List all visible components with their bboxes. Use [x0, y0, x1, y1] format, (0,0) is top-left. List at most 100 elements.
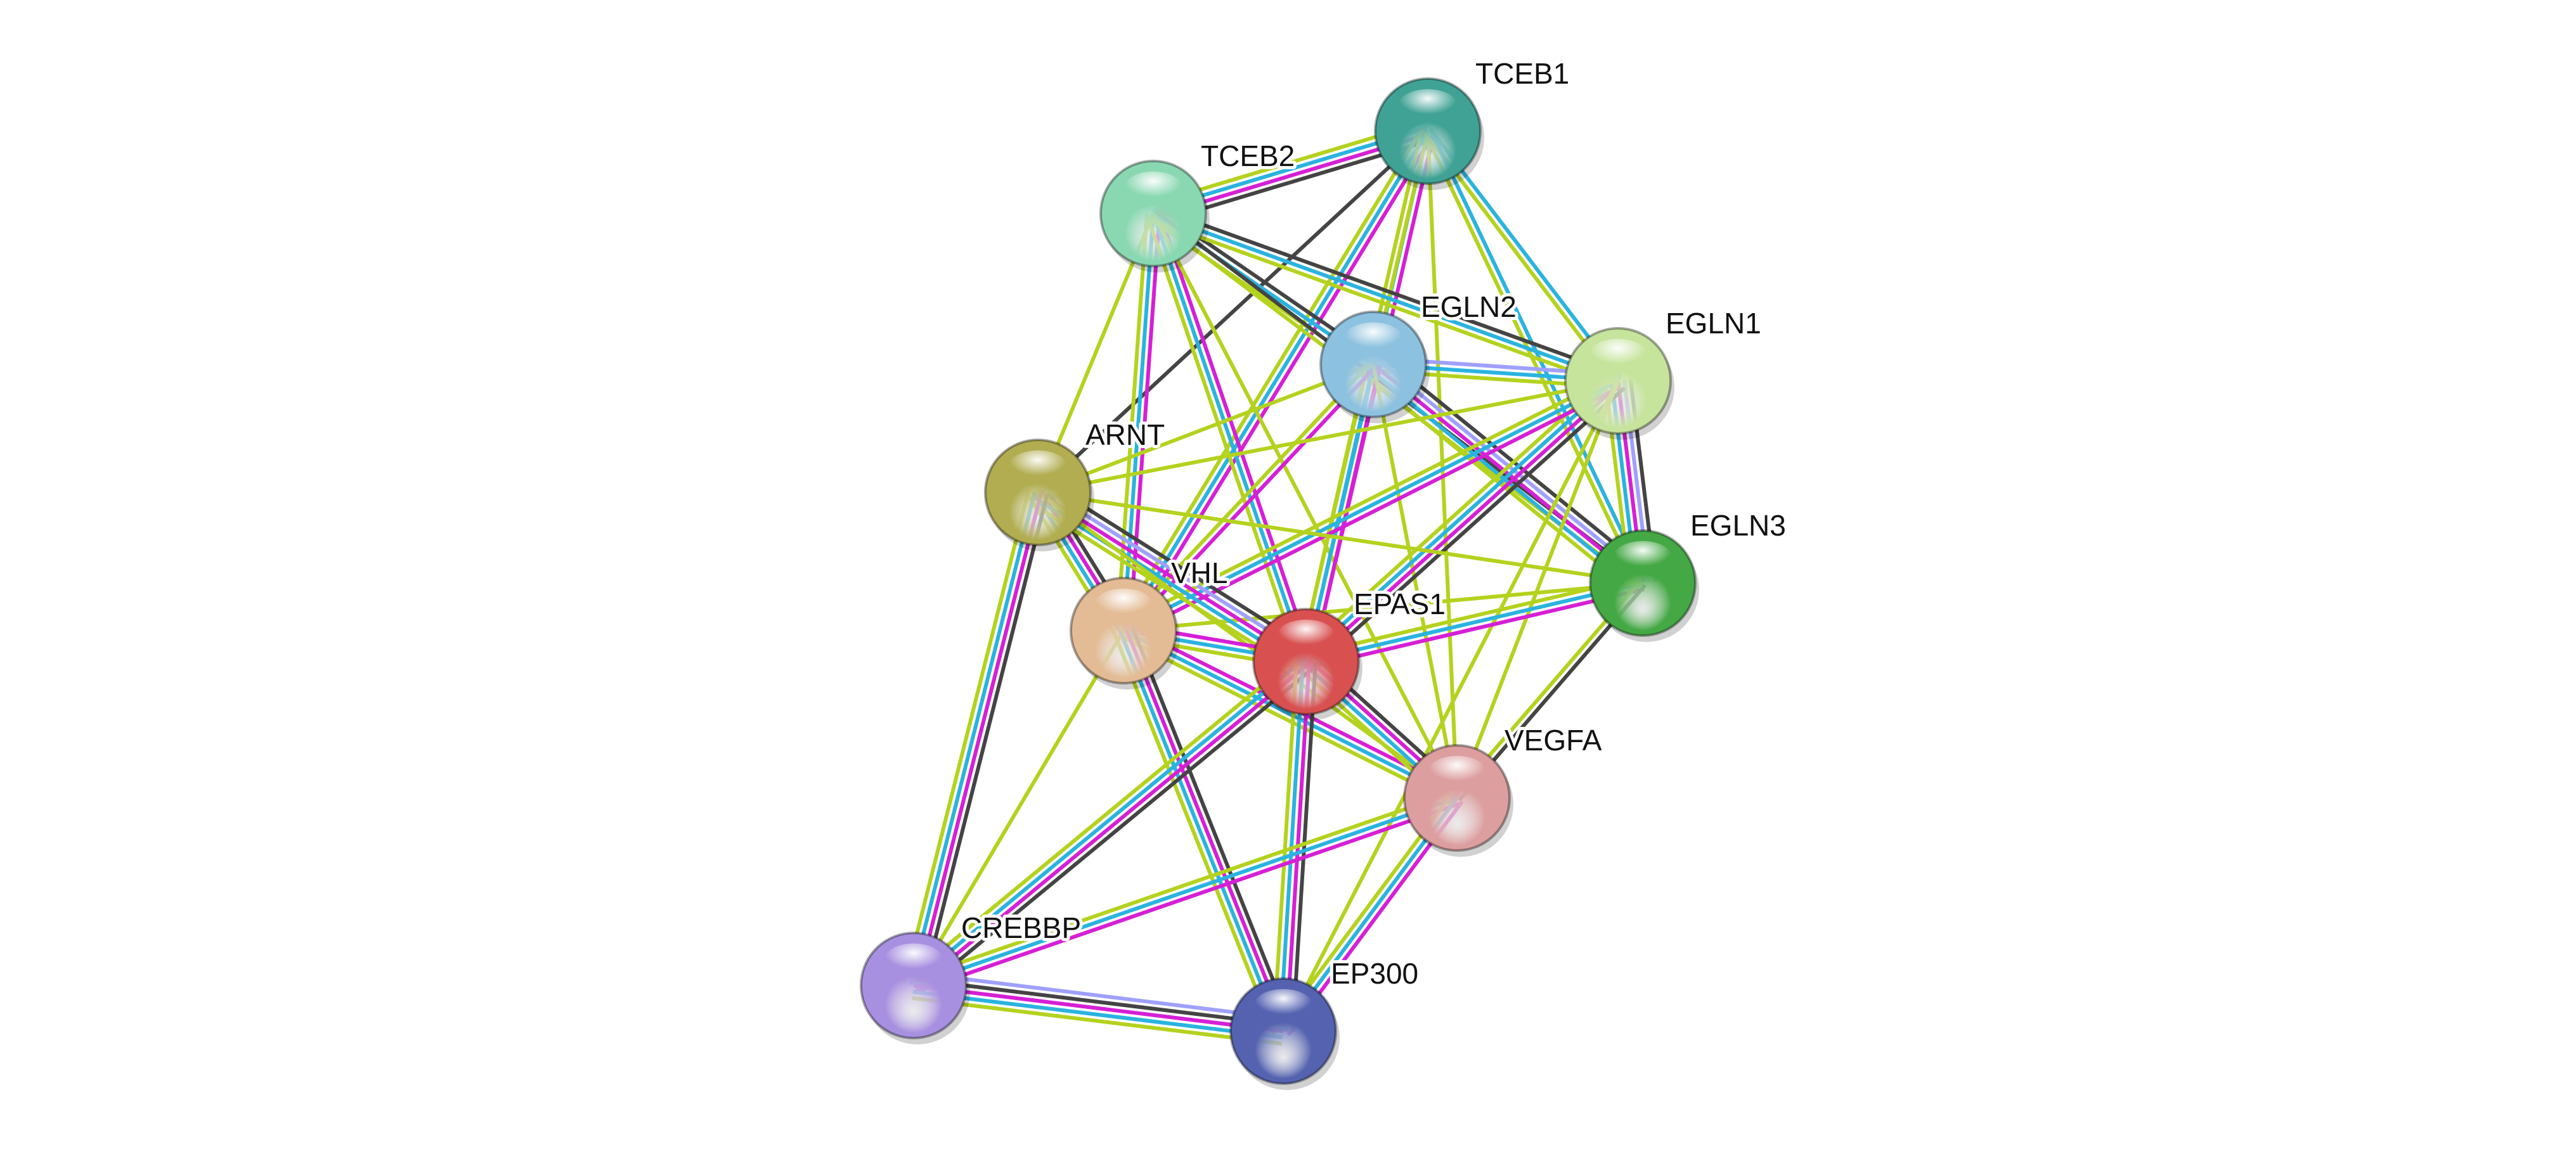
node-VEGFA[interactable]: VEGFA — [1403, 721, 1605, 857]
edge-line-coexpression — [921, 494, 1049, 989]
node-EP300[interactable]: EP300 — [1229, 954, 1421, 1090]
edge-EGLN3-VHL[interactable] — [1123, 581, 1643, 632]
node-ARNT[interactable]: ARNT — [984, 415, 1168, 551]
edge-VHL-EP300[interactable] — [1113, 626, 1294, 1036]
edge-EGLN1-EPAS1[interactable] — [1298, 372, 1626, 671]
edge-line-experiments — [1157, 210, 1314, 660]
node-TCEB2[interactable]: TCEB2 — [1099, 136, 1298, 273]
edge-line-textmining — [912, 629, 1125, 987]
edge-EGLN2-ARNT[interactable] — [1037, 363, 1375, 494]
edge-ARNT-EPAS1[interactable] — [1030, 480, 1314, 674]
edge-line-textmining — [1151, 212, 1459, 799]
edge-line-databases — [912, 989, 1283, 1039]
edge-line-coexpression — [1130, 626, 1294, 1029]
edge-line-textmining — [1113, 633, 1276, 1036]
edge-line-textmining — [910, 790, 1456, 982]
edge-line-databases — [1118, 631, 1283, 1033]
node-highlight — [1589, 338, 1647, 371]
edge-line-coexpression — [1155, 205, 1621, 377]
node-label: EP300 — [1331, 957, 1418, 990]
node-label: EGLN2 — [1421, 290, 1517, 323]
edge-line-textmining — [902, 489, 1031, 984]
node-VHL[interactable]: VHL — [1070, 553, 1231, 690]
edge-line-databases — [1278, 661, 1305, 1031]
edge-line-textmining — [1030, 501, 1300, 674]
edge-TCEB1-ARNT[interactable] — [1036, 129, 1430, 494]
node-label: CREBBP — [961, 911, 1081, 944]
node-highlight — [1428, 755, 1486, 788]
edge-VHL-CREBBP[interactable] — [912, 629, 1125, 987]
node-CREBBP[interactable]: CREBBP — [860, 908, 1084, 1044]
node-highlight — [1094, 588, 1153, 620]
edge-line-coexpression — [1380, 353, 1652, 575]
node-highlight — [1277, 619, 1335, 652]
node-label: TCEB2 — [1201, 139, 1295, 172]
edge-line-experiments — [914, 662, 1310, 990]
edge-EGLN1-EP300[interactable] — [1281, 380, 1620, 1032]
edge-line-textmining — [1281, 380, 1620, 1032]
edge-line-coexpression — [1036, 129, 1430, 494]
edge-ARNT-CREBBP[interactable] — [902, 489, 1049, 989]
node-label: VHL — [1171, 556, 1227, 589]
edge-line-experiments — [1037, 491, 1307, 664]
node-EGLN2[interactable]: EGLN2 — [1319, 287, 1520, 423]
edge-line-textmining — [906, 653, 1302, 980]
edge-line-databases — [1151, 213, 1308, 662]
node-highlight — [884, 943, 943, 975]
edge-line-databases — [1122, 629, 1458, 800]
edge-TCEB2-VEGFA[interactable] — [1151, 212, 1459, 799]
edge-CREBBP-EP300[interactable] — [912, 971, 1285, 1046]
edge-line-textmining — [1455, 380, 1620, 799]
edge-line-experiments — [1307, 382, 1622, 665]
node-EGLN1[interactable]: EGLN1 — [1564, 304, 1764, 440]
edge-line-textmining — [1037, 491, 1643, 585]
node-label: VEGFA — [1505, 724, 1602, 757]
node-EPAS1[interactable]: EPAS1 — [1252, 584, 1449, 721]
edge-line-textmining — [1145, 215, 1302, 665]
node-highlight — [1124, 171, 1182, 203]
edge-TCEB2-EGLN1[interactable] — [1150, 205, 1621, 389]
node-TCEB1[interactable]: TCEB1 — [1374, 54, 1572, 190]
edge-line-experiments — [914, 492, 1043, 987]
edge-line-databases — [909, 491, 1037, 985]
edge-line-databases — [913, 796, 1458, 987]
edge-line-textmining — [1123, 581, 1643, 632]
node-highlight — [1344, 322, 1402, 354]
edge-line-experiments — [915, 802, 1460, 994]
node-highlight — [1254, 989, 1312, 1021]
node-label: TCEB1 — [1475, 57, 1569, 90]
edge-line-databases — [910, 657, 1305, 985]
edge-line-textmining — [1150, 217, 1617, 389]
node-highlight — [1009, 450, 1067, 482]
edge-line-experiments — [1124, 629, 1288, 1031]
node-EGLN3[interactable]: EGLN3 — [1589, 506, 1789, 642]
edge-line-textmining — [1120, 361, 1373, 630]
edge-line-textmining — [1298, 372, 1613, 657]
edge-line-coexpression — [918, 667, 1314, 994]
edge-line-textmining — [1371, 364, 1459, 799]
edge-line-coexpression — [1044, 480, 1314, 653]
edge-EGLN1-ARNT[interactable] — [1037, 379, 1619, 494]
edge-line-coexpression — [914, 977, 1285, 1027]
edge-EGLN3-ARNT[interactable] — [1037, 491, 1643, 585]
edge-line-databases — [1122, 130, 1430, 632]
edge-EGLN2-VEGFA[interactable] — [1371, 364, 1459, 799]
edge-TCEB1-VHL[interactable] — [1116, 127, 1435, 635]
node-label: EGLN3 — [1690, 509, 1786, 542]
edge-VEGFA-CREBBP[interactable] — [910, 790, 1460, 994]
edge-line-databases — [1302, 377, 1617, 661]
edge-line-experiments — [1307, 587, 1645, 670]
edge-TCEB2-EPAS1[interactable] — [1145, 210, 1314, 665]
edge-line-textmining — [1037, 363, 1375, 494]
edge-line-databases — [1428, 129, 1648, 583]
edge-line-textmining — [1272, 660, 1299, 1031]
edge-EPAS1-CREBBP[interactable] — [906, 653, 1314, 994]
edge-line-databases — [1122, 213, 1155, 631]
edge-EGLN1-VEGFA[interactable] — [1455, 380, 1620, 799]
edge-line-homology — [915, 971, 1285, 1021]
edges-layer — [902, 120, 1657, 1046]
edge-line-homology — [1376, 357, 1648, 580]
edge-line-experiments — [1127, 133, 1435, 635]
